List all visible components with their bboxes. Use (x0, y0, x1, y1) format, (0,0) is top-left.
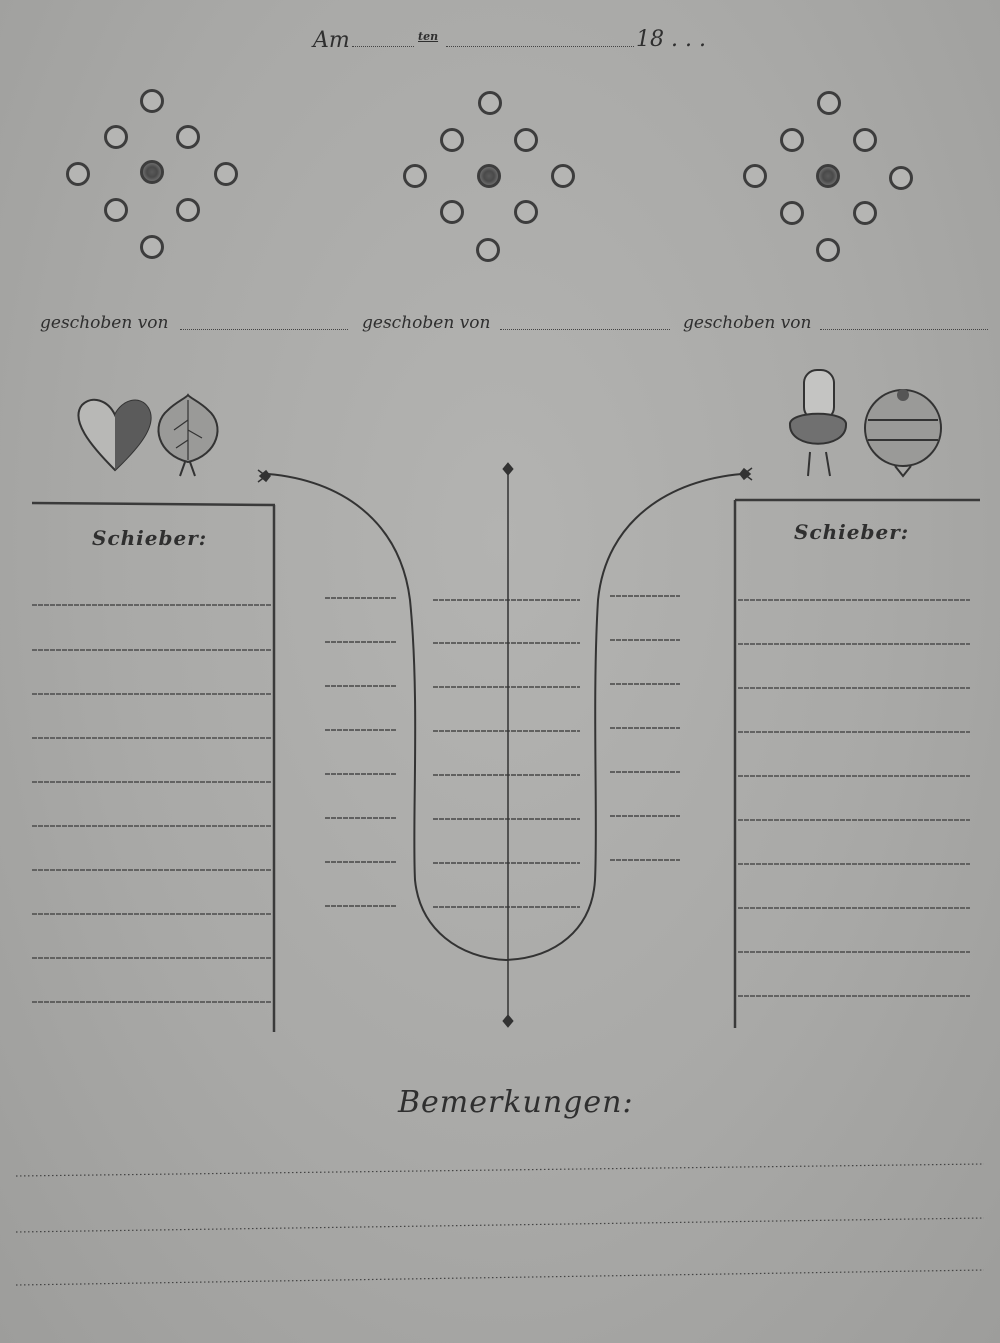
pip (140, 89, 164, 113)
pip (66, 162, 90, 186)
pip (214, 162, 238, 186)
pip (440, 128, 464, 152)
pip (853, 201, 877, 225)
left-panel-title: Schieber: (92, 526, 208, 550)
pip (514, 128, 538, 152)
remarks-title: Bemerkungen: (398, 1085, 634, 1120)
pip (176, 198, 200, 222)
pip (780, 128, 804, 152)
pip (816, 238, 840, 262)
leaf-icon (157, 393, 219, 477)
center-score-curve (257, 462, 753, 1028)
acorn-icon (789, 369, 847, 477)
pip (853, 128, 877, 152)
pip (478, 91, 502, 115)
heart-icon (77, 398, 152, 472)
date-month-dots (446, 46, 634, 47)
header-am: Am (313, 28, 350, 53)
remarks-lines (15, 1163, 985, 1286)
deal-label-2: geschoben von (362, 313, 491, 333)
pip (780, 201, 804, 225)
header-year: 18 . . . (636, 27, 706, 52)
pip (476, 238, 500, 262)
pip (743, 164, 767, 188)
deal-line-3 (820, 329, 988, 330)
deal-line-2 (500, 329, 670, 330)
pip-center (477, 164, 501, 188)
deal-label-1: geschoben von (40, 313, 169, 333)
pip (403, 164, 427, 188)
header-ten: ten (418, 30, 439, 43)
deal-line-1 (180, 329, 348, 330)
pip (551, 164, 575, 188)
pip-center (140, 160, 164, 184)
deal-label-3: geschoben von (683, 313, 812, 333)
pip (817, 91, 841, 115)
right-score-panel (733, 498, 980, 1028)
left-score-panel (31, 501, 276, 1032)
date-day-dots (352, 46, 414, 47)
pip (104, 198, 128, 222)
pip (889, 166, 913, 190)
pip (440, 200, 464, 224)
pip-center (816, 164, 840, 188)
pip (176, 125, 200, 149)
bell-icon (864, 389, 942, 478)
pip (104, 125, 128, 149)
pip (140, 235, 164, 259)
pip (514, 200, 538, 224)
right-panel-title: Schieber: (794, 520, 910, 544)
